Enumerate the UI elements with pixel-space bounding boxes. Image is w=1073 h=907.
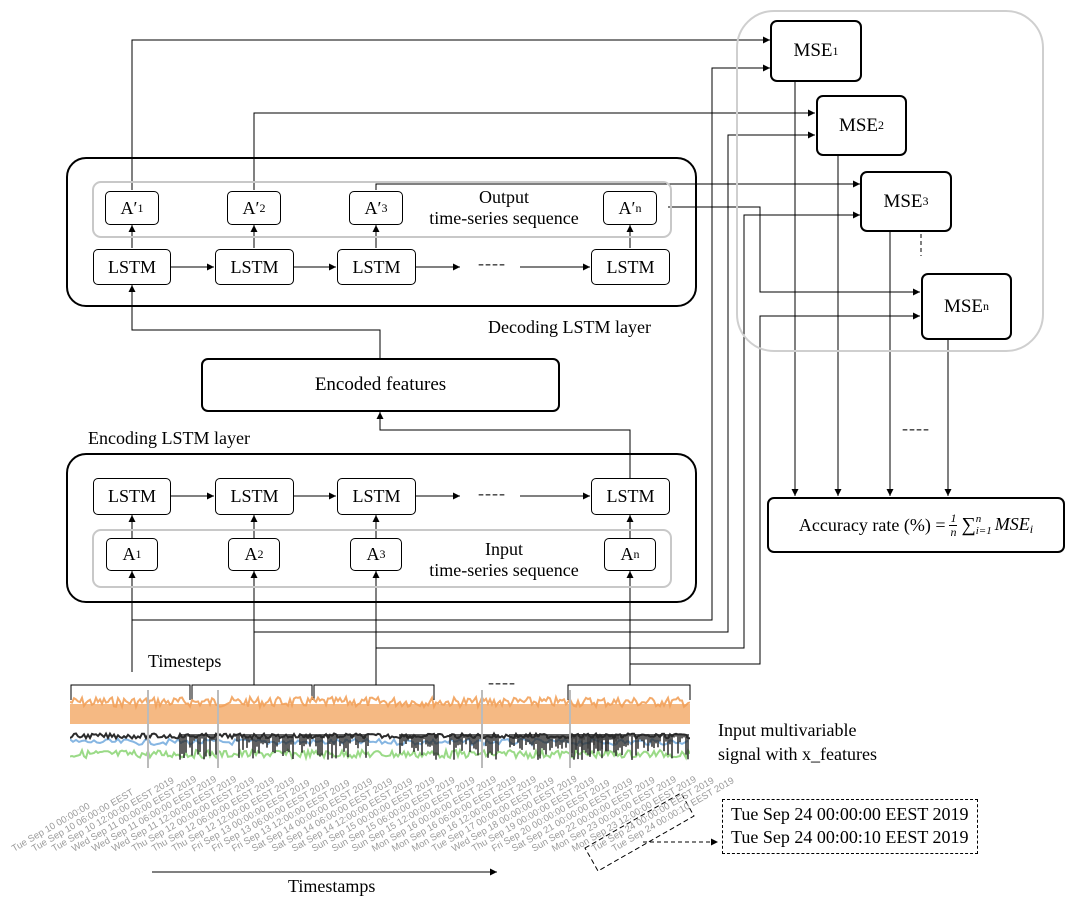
decoder-lstm-1: LSTM xyxy=(93,249,171,285)
signal-orange-area xyxy=(70,704,690,724)
encoder-lstm-1: LSTM xyxy=(93,478,171,515)
sum-limits: n i=1 xyxy=(975,512,992,537)
timestamps-label: Timestamps xyxy=(288,876,376,896)
mse-group-frame xyxy=(736,10,1044,352)
timesteps-ellipsis: ---- xyxy=(488,672,516,692)
input-sequence-frame xyxy=(92,529,672,588)
encoder-ellipsis: ---- xyxy=(478,483,506,503)
decoder-output-a1: A′1 xyxy=(105,191,159,225)
output-sequence-frame xyxy=(92,181,672,238)
accuracy-term: MSEi xyxy=(994,513,1034,536)
input-signal-plot xyxy=(70,690,690,768)
signal-band xyxy=(70,731,690,741)
decoder-lstm-2: LSTM xyxy=(215,249,294,285)
accuracy-label: Accuracy rate (%) = xyxy=(798,514,946,535)
timestamp-callout: Tue Sep 24 00:00:00 EEST 2019 Tue Sep 24… xyxy=(722,799,978,854)
encoding-lstm-group xyxy=(66,453,697,603)
encoding-layer-label: Encoding LSTM layer xyxy=(88,428,250,448)
accuracy-fraction: 1 n xyxy=(949,510,958,539)
output-sequence-label: Output time-series sequence xyxy=(429,187,579,228)
input-sequence-label: Input time-series sequence xyxy=(429,539,579,580)
mse-ellipsis: ---- xyxy=(902,418,930,438)
decoder-output-a2: A′2 xyxy=(227,191,281,225)
signal-label: Input multivariable signal with x_featur… xyxy=(718,720,877,765)
sum-symbol: ∑ xyxy=(961,513,976,536)
encoder-lstm-2: LSTM xyxy=(215,478,294,515)
signal-band xyxy=(70,693,690,711)
encoder-lstm-n: LSTM xyxy=(591,478,670,515)
decoding-layer-label: Decoding LSTM layer xyxy=(488,317,651,337)
decoding-lstm-group xyxy=(66,157,697,307)
encoded-features-box: Encoded features xyxy=(201,358,560,412)
timesteps-label: Timesteps xyxy=(148,651,222,671)
signal-band xyxy=(70,746,690,762)
accuracy-rate-box: Accuracy rate (%) = 1 n ∑ n i=1 MSEi xyxy=(767,497,1065,553)
decoder-ellipsis: ---- xyxy=(478,253,506,273)
encoder-lstm-3: LSTM xyxy=(337,478,416,515)
decoder-output-a3: A′3 xyxy=(349,191,403,225)
signal-band xyxy=(70,737,689,747)
decoder-lstm-3: LSTM xyxy=(337,249,416,285)
decoder-lstm-n: LSTM xyxy=(591,249,670,285)
decoder-output-an: A′n xyxy=(603,191,657,225)
